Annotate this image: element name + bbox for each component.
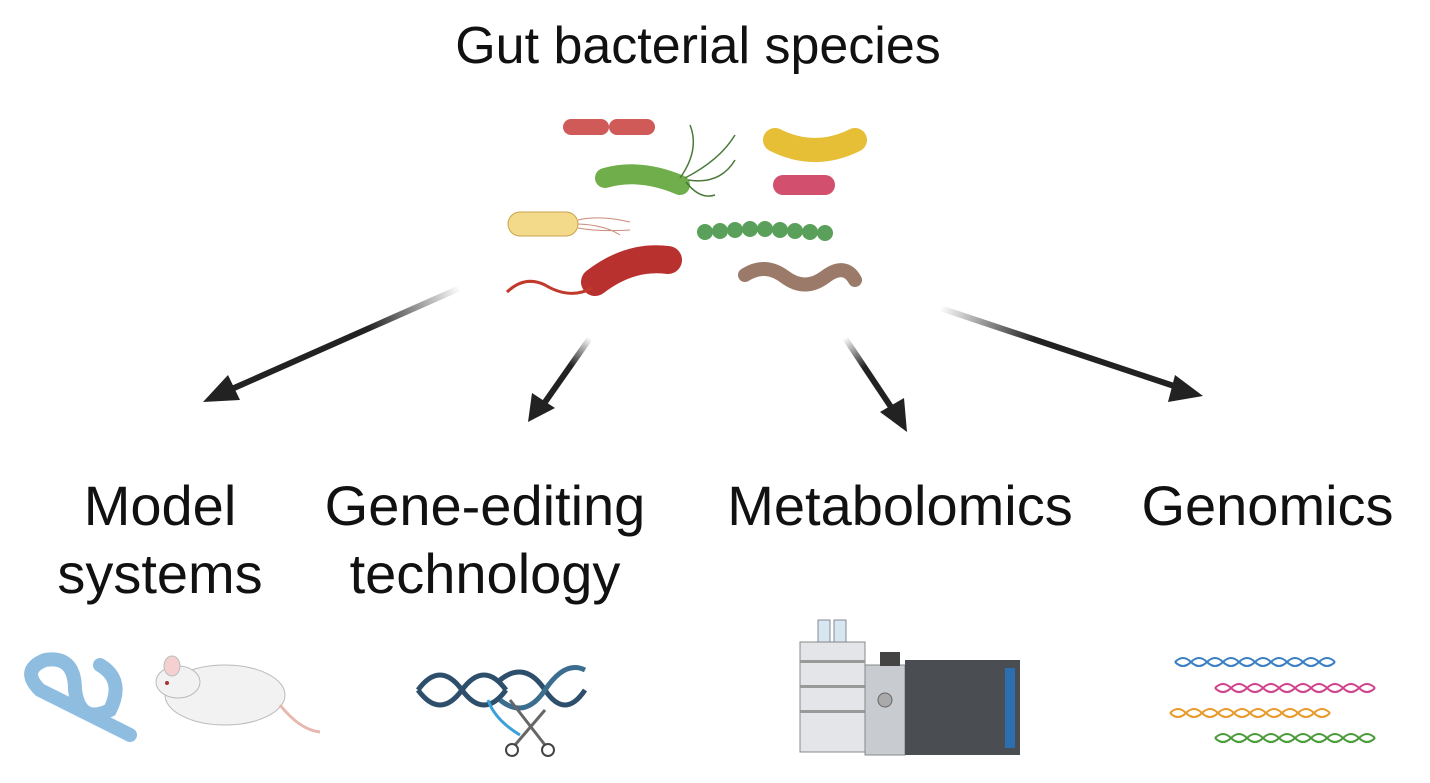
arrow-to-gene-editing [528, 336, 593, 422]
mouse-icon [155, 655, 321, 734]
label-line: Model [83, 474, 237, 537]
label-line: Metabolomics [727, 474, 1073, 537]
arrow-to-metabolomics [842, 336, 907, 432]
worm-icon [24, 652, 137, 742]
mass-spectrometer-icon [799, 619, 1020, 756]
dna-sequences-icon [1169, 657, 1376, 743]
bacteria-cluster-icon [505, 119, 867, 296]
dna-scissors-icon [415, 665, 588, 757]
arrow-to-genomics [939, 305, 1203, 402]
arrow-to-model-systems [203, 285, 462, 402]
label-metabolomics: Metabolomics [700, 472, 1100, 540]
label-genomics: Genomics [1125, 472, 1410, 540]
diagram-title: Gut bacterial species [455, 17, 941, 75]
label-line: Gene-editing [324, 474, 646, 537]
label-line: systems [57, 542, 263, 605]
label-gene-editing: Gene-editing technology [300, 472, 670, 608]
label-line: Genomics [1141, 474, 1394, 537]
label-model-systems: Model systems [40, 472, 280, 608]
label-line: technology [349, 542, 621, 605]
